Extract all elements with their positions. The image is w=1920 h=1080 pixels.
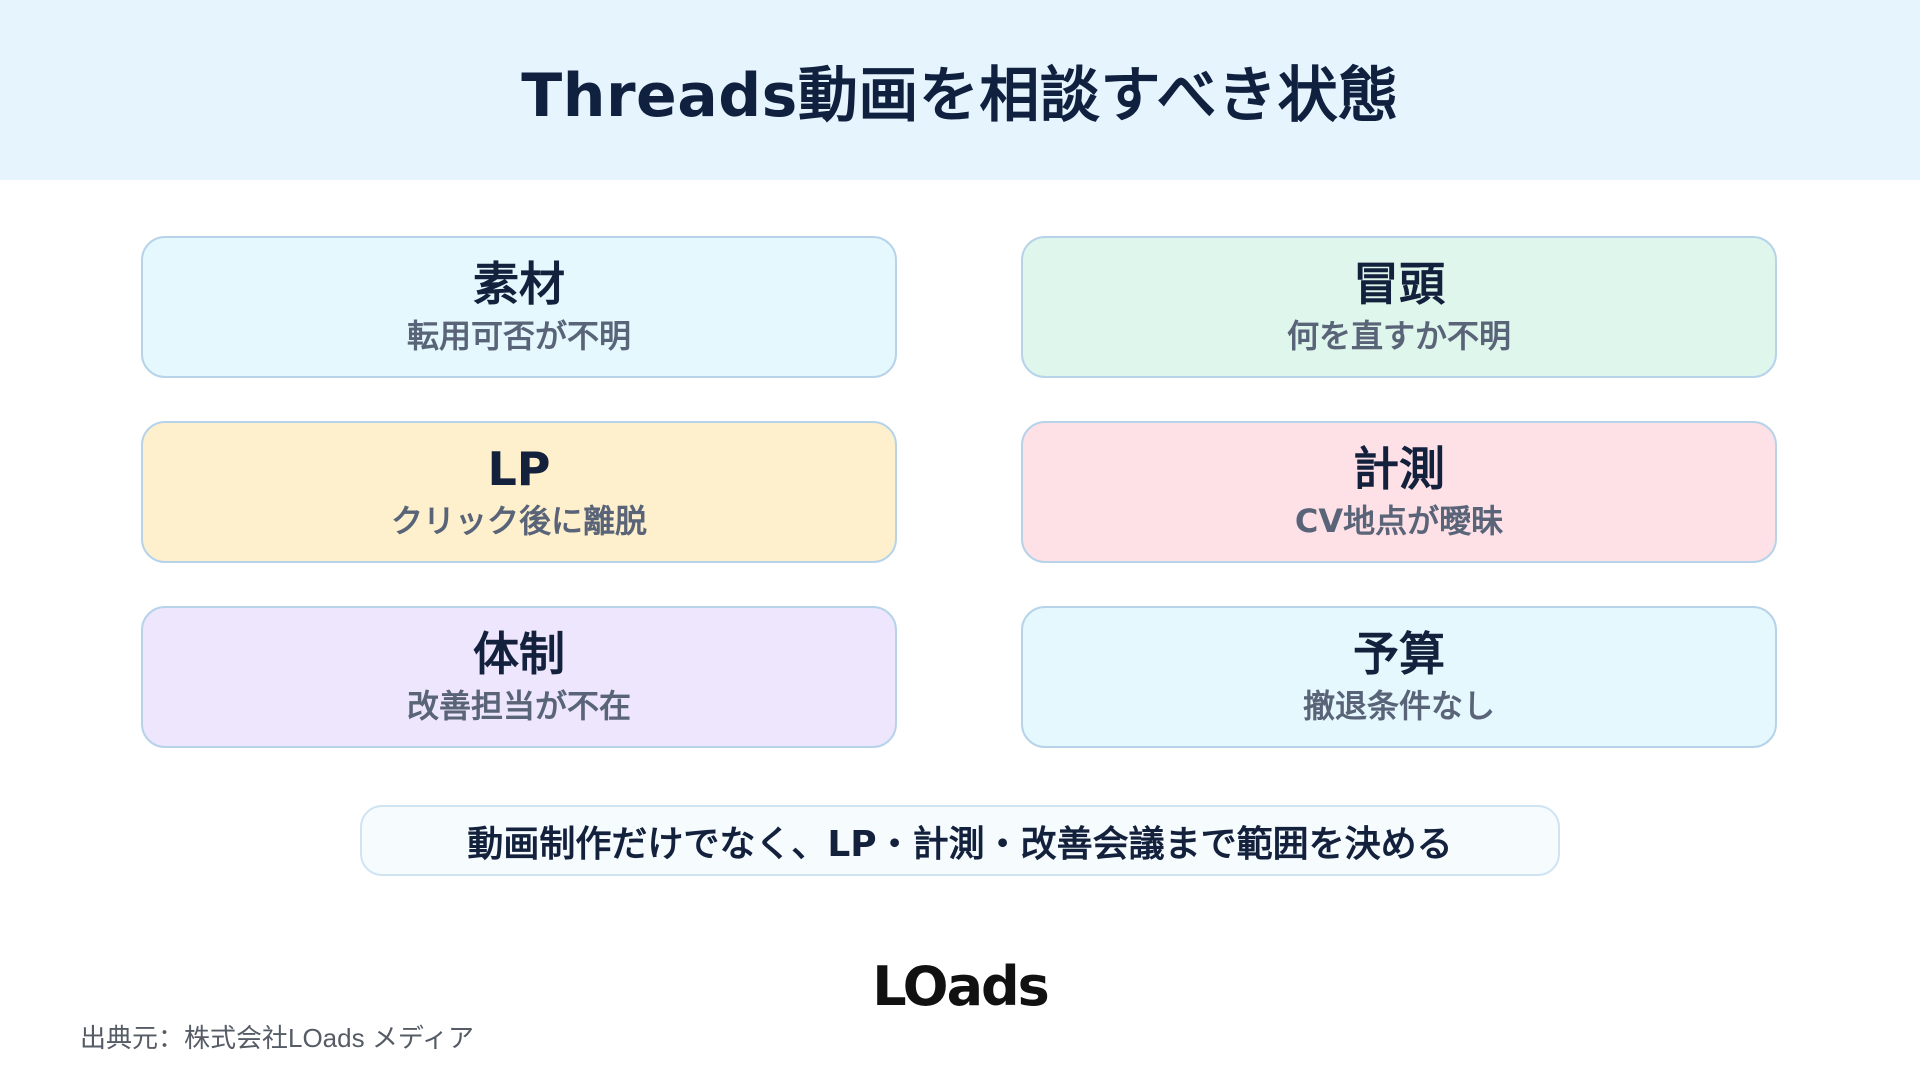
source-credit: 出典元：株式会社LOads メディア [80, 1023, 475, 1053]
card-subtitle: 転用可否が不明 [406, 317, 631, 355]
card-subtitle: クリック後に離脱 [390, 502, 647, 540]
card-title: LP [487, 442, 551, 496]
card-team: 体制 改善担当が不在 [141, 606, 897, 748]
card-subtitle: 何を直すか不明 [1286, 317, 1511, 355]
card-title: 計測 [1353, 442, 1445, 496]
summary-box: 動画制作だけでなく、LP・計測・改善会議まで範囲を決める [360, 805, 1560, 876]
card-subtitle: 撤退条件なし [1302, 687, 1495, 725]
card-budget: 予算 撤退条件なし [1021, 606, 1777, 748]
card-subtitle: 改善担当が不在 [406, 687, 631, 725]
page-title: Threads動画を相談すべき状態 [521, 60, 1399, 131]
card-title: 素材 [473, 257, 565, 311]
card-title: 予算 [1353, 627, 1445, 681]
card-material: 素材 転用可否が不明 [141, 236, 897, 378]
card-opening: 冒頭 何を直すか不明 [1021, 236, 1777, 378]
card-title: 体制 [473, 627, 565, 681]
header-banner: Threads動画を相談すべき状態 [0, 0, 1920, 180]
card-title: 冒頭 [1353, 257, 1445, 311]
card-measurement: 計測 CV地点が曖昧 [1021, 421, 1777, 563]
card-subtitle: CV地点が曖昧 [1294, 502, 1504, 540]
card-lp: LP クリック後に離脱 [141, 421, 897, 563]
summary-text: 動画制作だけでなく、LP・計測・改善会議まで範囲を決める [467, 823, 1453, 865]
loads-logo: LOads [872, 955, 1050, 1018]
